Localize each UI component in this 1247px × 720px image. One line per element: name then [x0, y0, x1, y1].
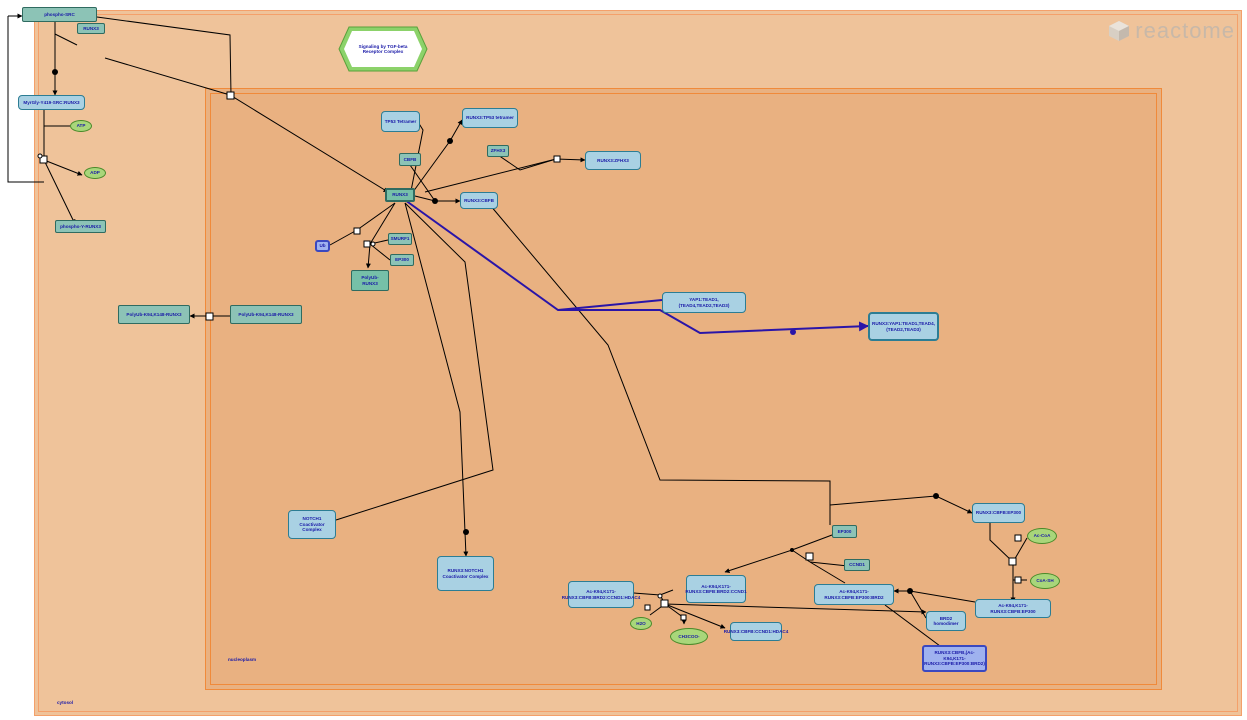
nucleoplasm-compartment — [205, 88, 1162, 690]
edge-ep300-release — [809, 561, 846, 584]
node-polyub-k94-runx3-cytosol[interactable]: PolyUb-K94,K148-RUNX3 — [118, 305, 190, 324]
nucleoplasm-inner-border — [210, 93, 1157, 685]
edge-phospho-runx3 — [43, 159, 76, 225]
node-polyub-runx3[interactable]: PolyUb-RUNX3 — [351, 270, 389, 291]
edge-hdac4-branch — [659, 589, 674, 596]
node-runx3-cytosol[interactable]: RUNX3 — [77, 23, 105, 34]
edge-cbfb-to-ep300 — [489, 204, 831, 525]
node-runx3-cbfb-ccnd1-hdac4[interactable]: RUNX3:CBFB:CCND1:HDAC4 — [724, 622, 788, 641]
edge-runx3-hdac4 — [664, 603, 726, 629]
node-ac-runx3-ep300[interactable]: Ac-K94,K171-RUNX3:CBFB:EP300 — [975, 599, 1051, 618]
node-runx3-cbfb[interactable]: RUNX3:CBFB — [460, 192, 498, 209]
edge-notch1 — [335, 202, 494, 521]
edge-src-to-nucleus — [96, 16, 232, 96]
node-ac-runx3-hdac4[interactable]: Ac-K94,K171-RUNX3:CBFB:BRD2:CCND1:HDAC4 — [562, 581, 640, 608]
node-notch1-coactivator[interactable]: NOTCH1 Coactivator Complex — [288, 510, 336, 539]
reactome-logo: reactome — [1107, 18, 1235, 44]
pathway-link-tgf-beta[interactable]: Signaling by TGF-beta Receptor Complex — [358, 43, 408, 55]
node-phospho-y-runx3[interactable]: phospho-Y-RUNX3 — [55, 220, 106, 233]
node-coa-sh[interactable]: CoA-SH — [1030, 573, 1060, 589]
node-ep300-ub[interactable]: EP300 — [390, 254, 414, 266]
edge-acetyl-in — [989, 522, 1014, 563]
node-runx3-tp53[interactable]: RUNX3:TP53 tetramer — [462, 108, 518, 128]
reactome-logo-text: reactome — [1135, 18, 1235, 43]
node-ac-coa[interactable]: Ac-CoA — [1027, 528, 1057, 544]
edge-ccnd1 — [809, 561, 849, 567]
edge-ep300 — [369, 243, 391, 261]
edge-runx3-notch1 — [404, 202, 469, 557]
node-runx3-cbfb-set[interactable]: RUNX3:CBFB,(Ac-K94,K171-RUNX3:CBFB:EP300… — [922, 645, 987, 672]
node-ccnd1[interactable]: CCND1 — [844, 559, 870, 571]
edge-runx3-to-cbfb — [414, 195, 436, 202]
node-polyub-k94-runx3-nucleus[interactable]: PolyUb-K94,K148-RUNX3 — [230, 305, 302, 324]
edge-adp — [43, 159, 83, 176]
edge-runx3-yap1 — [404, 199, 869, 335]
edge-src-loop — [7, 16, 44, 183]
edge-ep300-out — [791, 534, 833, 551]
node-ep300-release[interactable]: EP300 — [832, 525, 857, 538]
node-tp53-tetramer[interactable]: TP53 Tetramer — [381, 111, 420, 132]
node-myr-src-runx3[interactable]: MyrGly-Y419-SRC:RUNX3 — [18, 95, 85, 110]
node-brd2-homodimer[interactable]: BRD2 homodimer — [926, 611, 966, 631]
node-smurf1[interactable]: SMURF1 — [388, 233, 412, 245]
node-cbfb[interactable]: CBFB — [399, 153, 421, 166]
node-ub[interactable]: Ub — [315, 240, 330, 252]
edge-to-set — [884, 604, 941, 647]
reactome-logo-icon — [1109, 21, 1130, 41]
node-phospho-src[interactable]: phospho-SRC — [22, 7, 97, 22]
node-runx3-notch1[interactable]: RUNX3:NOTCH1 Coactivator Complex — [437, 556, 494, 591]
node-h2o[interactable]: H2O — [630, 617, 652, 630]
node-runx3-zfhx3[interactable]: RUNX3:ZFHX3 — [585, 151, 641, 170]
node-yap1-tead[interactable]: YAP1:TEAD1,(TEAD4,TEAD2,TEAD3) — [662, 292, 746, 313]
node-ac-runx3-ccnd1[interactable]: Ac-K94,K171-RUNX3:CBFB:BRD2:CCND1 — [685, 575, 747, 603]
edge-runx3-bind — [54, 33, 78, 46]
cytosol-label: cytosol — [57, 700, 74, 705]
edge-yap1-bind — [557, 299, 663, 311]
node-runx3-nucleus[interactable]: RUNX3 — [385, 188, 415, 202]
edge-zfhx3-bind — [497, 154, 557, 171]
nucleoplasm-label: nucleoplasm — [228, 657, 257, 662]
cytosol-inner-border — [38, 14, 1238, 712]
node-zfhx3[interactable]: ZFHX3 — [487, 145, 509, 157]
node-atp[interactable]: ATP — [70, 120, 92, 132]
node-adp[interactable]: ADP — [84, 167, 106, 179]
node-runx3-cbfb-ep300[interactable]: RUNX3:CBFB:EP300 — [972, 503, 1025, 523]
edge-to-brd2 — [664, 603, 927, 615]
node-runx3-yap1-tead[interactable]: RUNX3:YAP1:TEAD1,TEAD4,(TEAD2,TEAD3) — [868, 312, 939, 341]
node-ac-runx3-ep300-brd2[interactable]: Ac-K94,K171-RUNX3:CBFB:EP300:BRD2 — [814, 584, 894, 605]
node-ch3coo[interactable]: CH3COO- — [670, 628, 708, 645]
